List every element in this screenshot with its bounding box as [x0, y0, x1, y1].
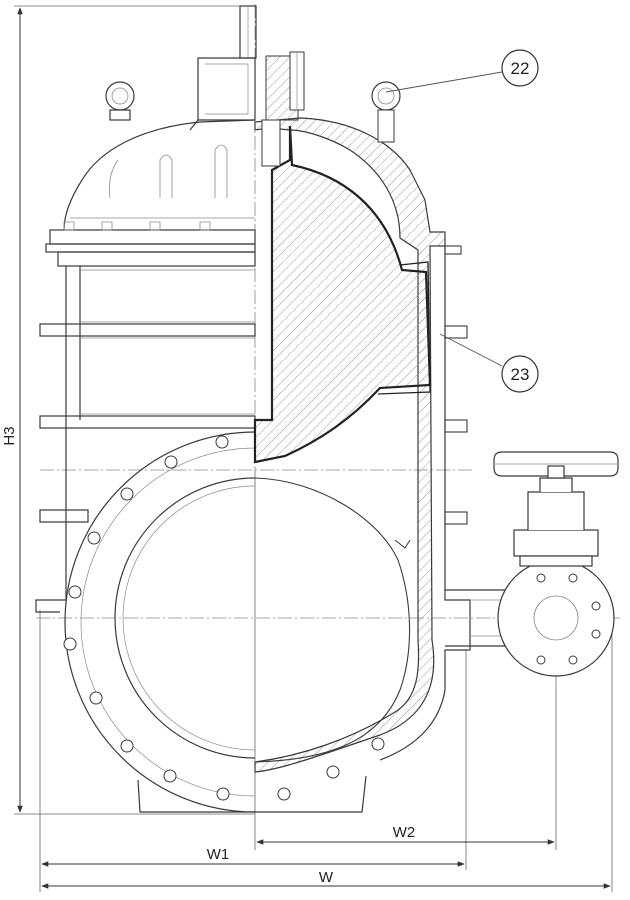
dimension-lines: [17, 7, 611, 889]
callout-label-23: 23: [511, 365, 530, 384]
dimension-label-w2: W2: [393, 824, 416, 841]
bypass-valve-body: [513, 529, 599, 557]
valve-section-right: [253, 51, 471, 813]
gate-wedge: [253, 125, 432, 464]
flange-bolt-holes: [63, 435, 385, 801]
bonnet-flange: [49, 229, 256, 245]
end-flange-outer: [64, 431, 256, 813]
bore-left: [114, 477, 256, 759]
valve-exterior-left: [35, 5, 257, 813]
callout-23: 23: [439, 333, 539, 393]
bypass-assembly: [445, 451, 619, 677]
dimension-label-w1: W1: [207, 846, 230, 863]
bonnet-dome: [63, 119, 256, 231]
extension-lines: [14, 5, 613, 892]
callout-22: 22: [385, 49, 539, 93]
body-wall-section: [254, 117, 446, 773]
callout-label-22: 22: [511, 59, 530, 78]
dimension-label-h3: H3: [1, 426, 18, 445]
dimension-label-w: W: [319, 869, 334, 886]
lifting-eye-left: [105, 81, 135, 111]
